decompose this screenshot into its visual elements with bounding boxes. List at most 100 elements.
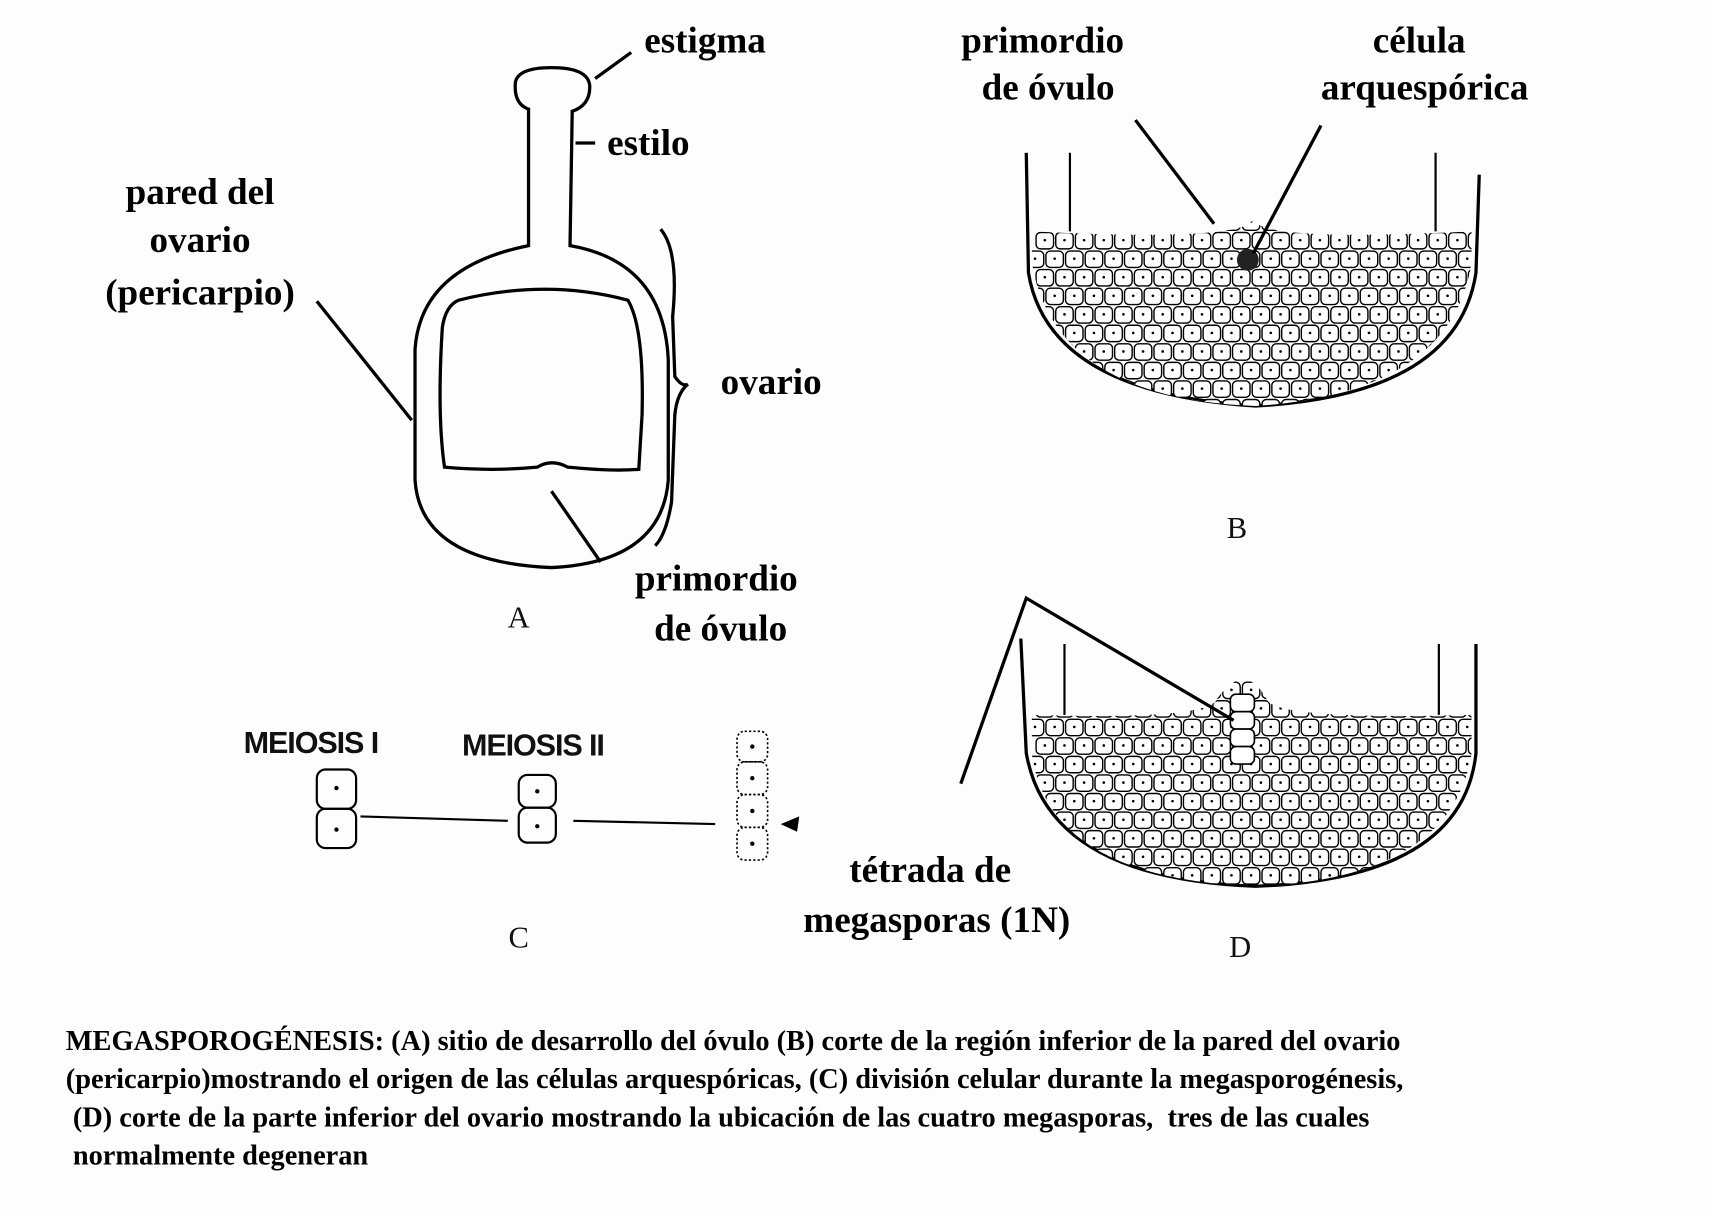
cell-nucleus bbox=[1131, 405, 1135, 407]
cell bbox=[1163, 398, 1182, 407]
cell-nucleus bbox=[1417, 893, 1420, 896]
cell bbox=[1231, 885, 1251, 887]
cell-nucleus bbox=[1436, 893, 1439, 896]
cell-nucleus bbox=[1200, 238, 1204, 242]
cell-nucleus bbox=[1122, 238, 1125, 242]
cell-nucleus bbox=[1220, 238, 1223, 242]
cell-nucleus bbox=[1131, 762, 1135, 766]
cell-nucleus bbox=[1053, 294, 1056, 298]
cell-nucleus bbox=[1259, 313, 1263, 316]
cell-nucleus bbox=[1308, 688, 1312, 692]
cell-nucleus bbox=[1220, 707, 1223, 710]
cell-nucleus bbox=[1416, 275, 1420, 279]
cell-nucleus bbox=[1230, 836, 1233, 840]
cell bbox=[1447, 380, 1467, 399]
cell-nucleus bbox=[1190, 220, 1194, 223]
cell-nucleus bbox=[1465, 725, 1469, 729]
cell-nucleus bbox=[1377, 387, 1381, 390]
cell bbox=[1478, 794, 1495, 810]
cell-nucleus bbox=[1279, 744, 1282, 747]
cell bbox=[1113, 700, 1133, 718]
cell-nucleus bbox=[1063, 238, 1066, 242]
label-pared-3: (pericarpio) bbox=[105, 273, 295, 314]
cell bbox=[1031, 398, 1045, 407]
cell-nucleus bbox=[1465, 220, 1469, 223]
cell-nucleus bbox=[1122, 275, 1125, 279]
cell-nucleus bbox=[1328, 836, 1332, 840]
cell-nucleus bbox=[1476, 350, 1479, 353]
cell-nucleus bbox=[1259, 387, 1263, 390]
cell-nucleus bbox=[1112, 294, 1115, 298]
cell-nucleus bbox=[1122, 313, 1125, 316]
cell-nucleus bbox=[1072, 762, 1076, 766]
cell bbox=[1261, 398, 1281, 407]
cell-nucleus bbox=[1239, 818, 1243, 822]
cell-nucleus bbox=[1269, 688, 1273, 692]
cell-nucleus bbox=[1112, 874, 1115, 877]
cell-nucleus bbox=[1456, 855, 1459, 859]
cell bbox=[1045, 867, 1065, 885]
cell-nucleus bbox=[1279, 313, 1282, 316]
cell-nucleus bbox=[1406, 220, 1410, 223]
cell-nucleus bbox=[1141, 818, 1145, 822]
cell-nucleus bbox=[1279, 707, 1282, 710]
ovary-bracket bbox=[653, 228, 690, 547]
panel-letter-c: C bbox=[509, 920, 529, 954]
cell bbox=[1408, 700, 1428, 718]
cell-nucleus bbox=[1151, 725, 1155, 729]
cell-nucleus bbox=[1426, 220, 1430, 223]
cell-nucleus bbox=[1072, 405, 1076, 407]
cell-nucleus bbox=[1161, 818, 1165, 822]
cell-nucleus bbox=[1348, 294, 1351, 298]
cell-nucleus bbox=[1426, 725, 1430, 729]
cell-nucleus bbox=[1465, 294, 1469, 298]
cell-nucleus bbox=[1063, 818, 1066, 822]
cell-nucleus bbox=[1171, 368, 1174, 372]
cell-nucleus bbox=[1063, 350, 1066, 353]
cell-nucleus bbox=[1446, 688, 1449, 692]
cell bbox=[1074, 885, 1094, 887]
cell-nucleus bbox=[1092, 874, 1096, 877]
cell-nucleus bbox=[1082, 275, 1086, 279]
cell bbox=[1467, 231, 1472, 250]
cell bbox=[1310, 700, 1330, 718]
cell bbox=[1418, 867, 1438, 885]
cell-nucleus bbox=[1200, 350, 1204, 353]
inner-wall-d bbox=[1063, 643, 1440, 715]
cell-nucleus bbox=[1406, 836, 1410, 840]
cell-nucleus bbox=[1161, 238, 1165, 242]
cell-nucleus bbox=[1063, 387, 1066, 390]
cell bbox=[1035, 848, 1055, 867]
cell-nucleus bbox=[1318, 387, 1322, 390]
cell bbox=[1438, 681, 1458, 700]
cell bbox=[1457, 867, 1472, 885]
cell-nucleus bbox=[1367, 405, 1371, 407]
cell-nucleus bbox=[1043, 781, 1047, 784]
label-estigma: estigma bbox=[644, 20, 766, 61]
cell bbox=[1084, 681, 1104, 700]
cell-nucleus bbox=[1318, 350, 1322, 353]
cell-nucleus bbox=[1230, 331, 1233, 335]
cell-nucleus bbox=[1210, 688, 1214, 692]
cell-nucleus bbox=[1171, 220, 1174, 223]
cell-nucleus bbox=[1465, 874, 1469, 877]
cell-nucleus bbox=[1338, 707, 1341, 710]
cell bbox=[1055, 380, 1074, 399]
label-meiosis-2: MEIOSIS II bbox=[462, 728, 604, 762]
cell-nucleus bbox=[1151, 220, 1155, 223]
cell-nucleus bbox=[1289, 874, 1292, 877]
cell-nucleus bbox=[1141, 744, 1145, 747]
cell-nucleus bbox=[1387, 762, 1390, 766]
cell-nucleus bbox=[1043, 818, 1047, 822]
cell-nucleus bbox=[1072, 331, 1076, 335]
cell-nucleus bbox=[1328, 874, 1332, 877]
cell-nucleus bbox=[1072, 688, 1076, 692]
cell-nucleus bbox=[1348, 688, 1351, 692]
cell-nucleus bbox=[1397, 387, 1400, 390]
cell-nucleus bbox=[1338, 238, 1341, 242]
cell-nucleus bbox=[1043, 275, 1047, 279]
cell bbox=[1104, 398, 1124, 407]
cell bbox=[1153, 700, 1173, 718]
label-celula-2: arquespórica bbox=[1321, 67, 1529, 108]
cell-nucleus bbox=[1289, 331, 1292, 335]
